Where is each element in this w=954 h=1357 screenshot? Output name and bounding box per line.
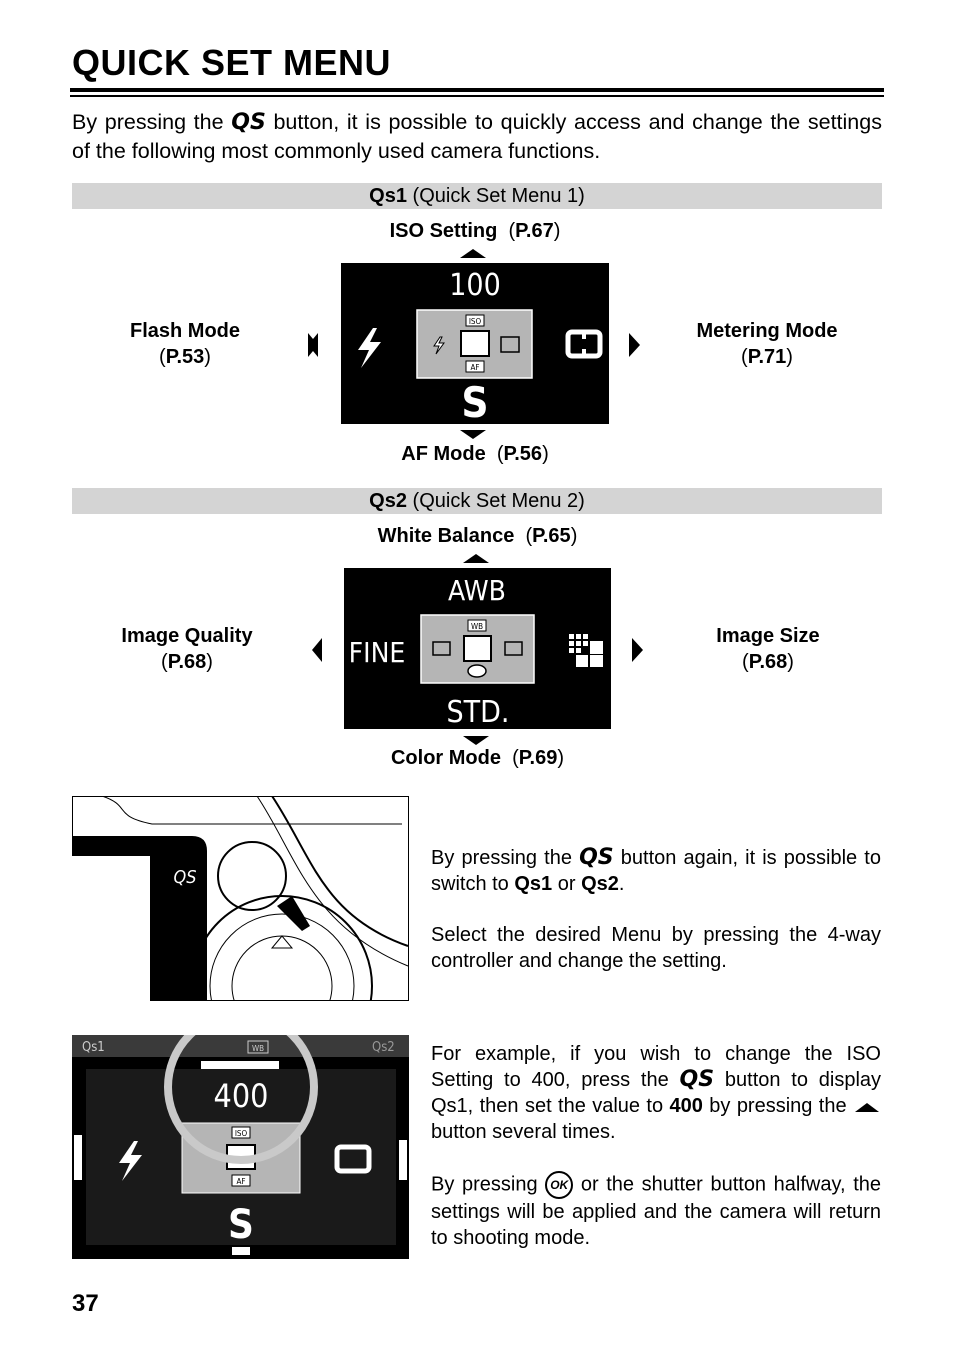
svg-text:S: S — [228, 1202, 254, 1248]
title-rule-thin — [70, 95, 884, 97]
qs-button-icon: QS — [579, 845, 614, 870]
qs1-right-label: Metering Mode(P.71) — [696, 320, 838, 368]
qs1-diagram: 100 ISO AF S — [308, 249, 640, 439]
para-select-menu: Select the desired Menu by pressing the … — [431, 924, 881, 972]
svg-text:Qs2: Qs2 — [372, 1040, 395, 1055]
para-apply: By pressing OK or the shutter button hal… — [431, 1171, 881, 1251]
camera-illustration: QS — [72, 796, 409, 1001]
metering-icon — [334, 1144, 372, 1174]
right-arrow-icon — [632, 638, 643, 662]
qs2-header-bar: Qs2 (Quick Set Menu 2) — [72, 488, 882, 514]
ok-button-icon: OK — [545, 1171, 574, 1199]
qs2-left-label: Image Quality(P.68) — [121, 625, 253, 673]
svg-text:Qs1: Qs1 — [82, 1040, 105, 1055]
para-example: For example, if you wish to change the I… — [431, 1043, 882, 1143]
qs1-header-bar: Qs1 (Quick Set Menu 1) — [72, 183, 882, 209]
image-size-icon — [569, 634, 603, 667]
svg-text:WB: WB — [471, 622, 483, 631]
flash-icon — [358, 328, 381, 368]
intro-paragraph: By pressing the QS button, it is possibl… — [72, 110, 882, 163]
qs1-left-label: Flash Mode(P.53) — [129, 320, 240, 368]
qs1-top-label: ISO Setting (P.67) — [389, 220, 561, 242]
svg-text:AF: AF — [470, 363, 479, 372]
up-arrow-icon — [460, 249, 486, 258]
qs-button-icon: QS — [231, 110, 266, 135]
flash-icon — [119, 1141, 142, 1181]
highlight-circle — [164, 1035, 318, 1164]
left-arrow-icon — [312, 638, 322, 662]
svg-text:ISO: ISO — [469, 317, 482, 326]
example-iso-value: 400 — [214, 1077, 269, 1115]
qs-button-icon: QS — [679, 1067, 715, 1092]
qs2-screen-bottom-value: STD. — [447, 695, 510, 730]
qs2-screen-top-value: AWB — [448, 574, 506, 607]
down-arrow-icon — [460, 430, 486, 439]
example-screen: Qs1 Qs2 WB 400 ISO AF S — [72, 1035, 409, 1259]
page-title: QUICK SET MENU — [72, 42, 392, 83]
qs-button-icon: QS — [173, 867, 196, 888]
left-arrow-icon-2 — [308, 333, 318, 357]
qs1-bottom-label: AF Mode (P.56) — [401, 443, 549, 465]
right-arrow-icon — [629, 333, 640, 357]
qs2-bottom-label: Color Mode (P.69) — [390, 747, 565, 769]
svg-text:AF: AF — [236, 1177, 245, 1186]
qs1-screen-top-value: 100 — [449, 268, 501, 303]
qs2-right-label: Image Size(P.68) — [716, 625, 820, 673]
svg-text:ISO: ISO — [235, 1129, 248, 1138]
page-number: 37 — [72, 1290, 99, 1317]
down-arrow-icon — [463, 736, 489, 745]
metering-icon — [565, 329, 603, 359]
qs2-screen-left-value: FINE — [349, 636, 406, 669]
title-rule — [70, 88, 884, 92]
up-arrow-icon — [855, 1102, 880, 1112]
up-arrow-icon — [463, 554, 489, 563]
svg-text:WB: WB — [252, 1044, 264, 1053]
para-switch-menu: By pressing the QS button again, it is p… — [431, 845, 881, 895]
qs2-diagram: AWB WB FINE STD. — [312, 554, 643, 745]
qs1-screen-bottom-value: S — [461, 378, 488, 427]
qs2-top-label: White Balance (P.65) — [377, 525, 578, 547]
